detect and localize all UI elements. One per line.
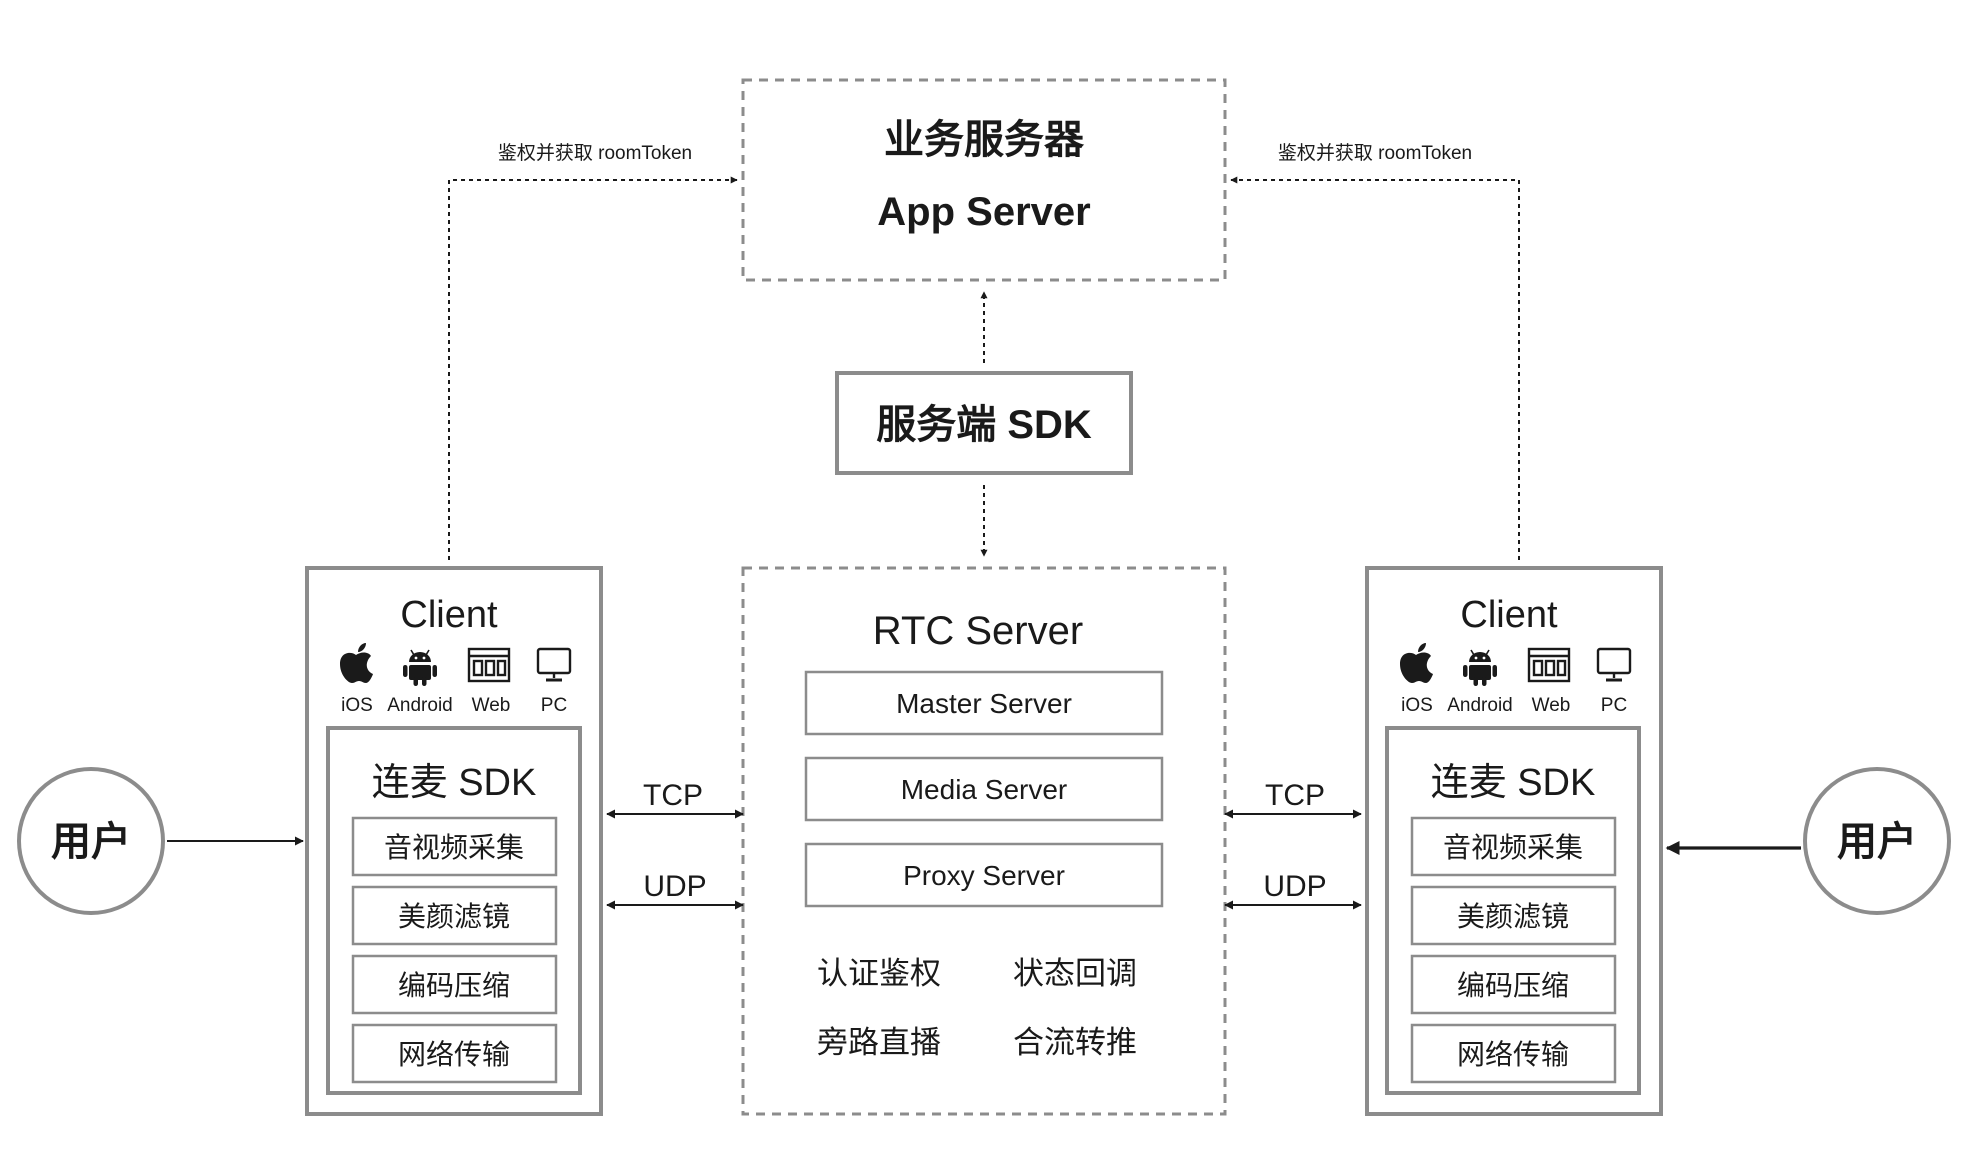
platform-label-pc: PC bbox=[1601, 695, 1627, 716]
auth-left-path bbox=[448, 176, 738, 560]
auth-right-path bbox=[1230, 176, 1520, 560]
module-right-capture bbox=[1410, 816, 1617, 877]
module-right-beauty bbox=[1410, 885, 1617, 946]
app-server-title-cn: 业务服务器 bbox=[884, 118, 1085, 162]
media-server-label: Media Server bbox=[901, 774, 1068, 805]
client-right-box: Client iOS Android Web PC 连麦 SDK 音视频采集 美… bbox=[1365, 566, 1663, 1116]
client-left-box: Client iOS Android Web PC 连麦 SDK 音视频采集 美… bbox=[305, 566, 603, 1116]
client-left-title: Client bbox=[400, 594, 498, 636]
module-left-beauty-label: 美颜滤镜 bbox=[398, 901, 510, 932]
module-right-encode bbox=[1410, 954, 1617, 1015]
module-right-beauty-label: 美颜滤镜 bbox=[1457, 901, 1569, 932]
platform-label-pc: PC bbox=[541, 695, 567, 716]
proxy-server-box bbox=[804, 842, 1164, 908]
platform-label-ios: iOS bbox=[1401, 695, 1433, 716]
module-left-network-label: 网络传输 bbox=[398, 1039, 510, 1070]
app-server-box: 业务服务器 App Server bbox=[741, 78, 1227, 282]
server-sdk-label: 服务端 SDK bbox=[876, 403, 1092, 447]
feature-merge-push: 合流转推 bbox=[1013, 1025, 1137, 1060]
media-server-box bbox=[804, 756, 1164, 822]
module-left-encode bbox=[351, 954, 558, 1015]
server-sdk-box: 服务端 SDK bbox=[835, 371, 1133, 475]
platform-label-android: Android bbox=[1447, 695, 1513, 716]
master-server-label: Master Server bbox=[896, 688, 1072, 719]
module-right-encode-label: 编码压缩 bbox=[1457, 970, 1569, 1001]
module-right-network-label: 网络传输 bbox=[1457, 1039, 1569, 1070]
tcp-right-label: TCP bbox=[1265, 779, 1325, 812]
feature-callback: 状态回调 bbox=[1013, 956, 1137, 991]
module-left-encode-label: 编码压缩 bbox=[398, 970, 510, 1001]
platform-label-web: Web bbox=[1532, 695, 1571, 716]
user-right-label: 用户 bbox=[1837, 820, 1917, 864]
client-right-title: Client bbox=[1460, 594, 1558, 636]
rtc-server-title: RTC Server bbox=[873, 609, 1083, 653]
app-server-title-en: App Server bbox=[877, 190, 1090, 234]
user-right-node: 用户 bbox=[1803, 767, 1951, 915]
user-left-label: 用户 bbox=[51, 820, 131, 864]
rtc-server-box: RTC Server Master Server Media Server Pr… bbox=[741, 566, 1227, 1116]
proxy-server-label: Proxy Server bbox=[903, 860, 1065, 891]
feature-auth: 认证鉴权 bbox=[817, 956, 941, 991]
module-right-network bbox=[1410, 1023, 1617, 1084]
platform-label-web: Web bbox=[472, 695, 511, 716]
udp-right-label: UDP bbox=[1263, 870, 1326, 903]
master-server-box bbox=[804, 670, 1164, 736]
feature-bypass-live: 旁路直播 bbox=[817, 1025, 941, 1060]
platform-label-ios: iOS bbox=[341, 695, 373, 716]
auth-right-label: 鉴权并获取 roomToken bbox=[1278, 142, 1472, 164]
user-left-node: 用户 bbox=[17, 767, 165, 915]
sdk-left-title: 连麦 SDK bbox=[372, 762, 537, 804]
module-left-capture-label: 音视频采集 bbox=[384, 832, 524, 863]
module-left-network bbox=[351, 1023, 558, 1084]
module-right-capture-label: 音视频采集 bbox=[1443, 832, 1583, 863]
sdk-right-title: 连麦 SDK bbox=[1431, 762, 1596, 804]
module-left-capture bbox=[351, 816, 558, 877]
platform-label-android: Android bbox=[387, 695, 453, 716]
tcp-left-label: TCP bbox=[643, 779, 703, 812]
udp-left-label: UDP bbox=[643, 870, 706, 903]
auth-left-label: 鉴权并获取 roomToken bbox=[498, 142, 692, 164]
module-left-beauty bbox=[351, 885, 558, 946]
